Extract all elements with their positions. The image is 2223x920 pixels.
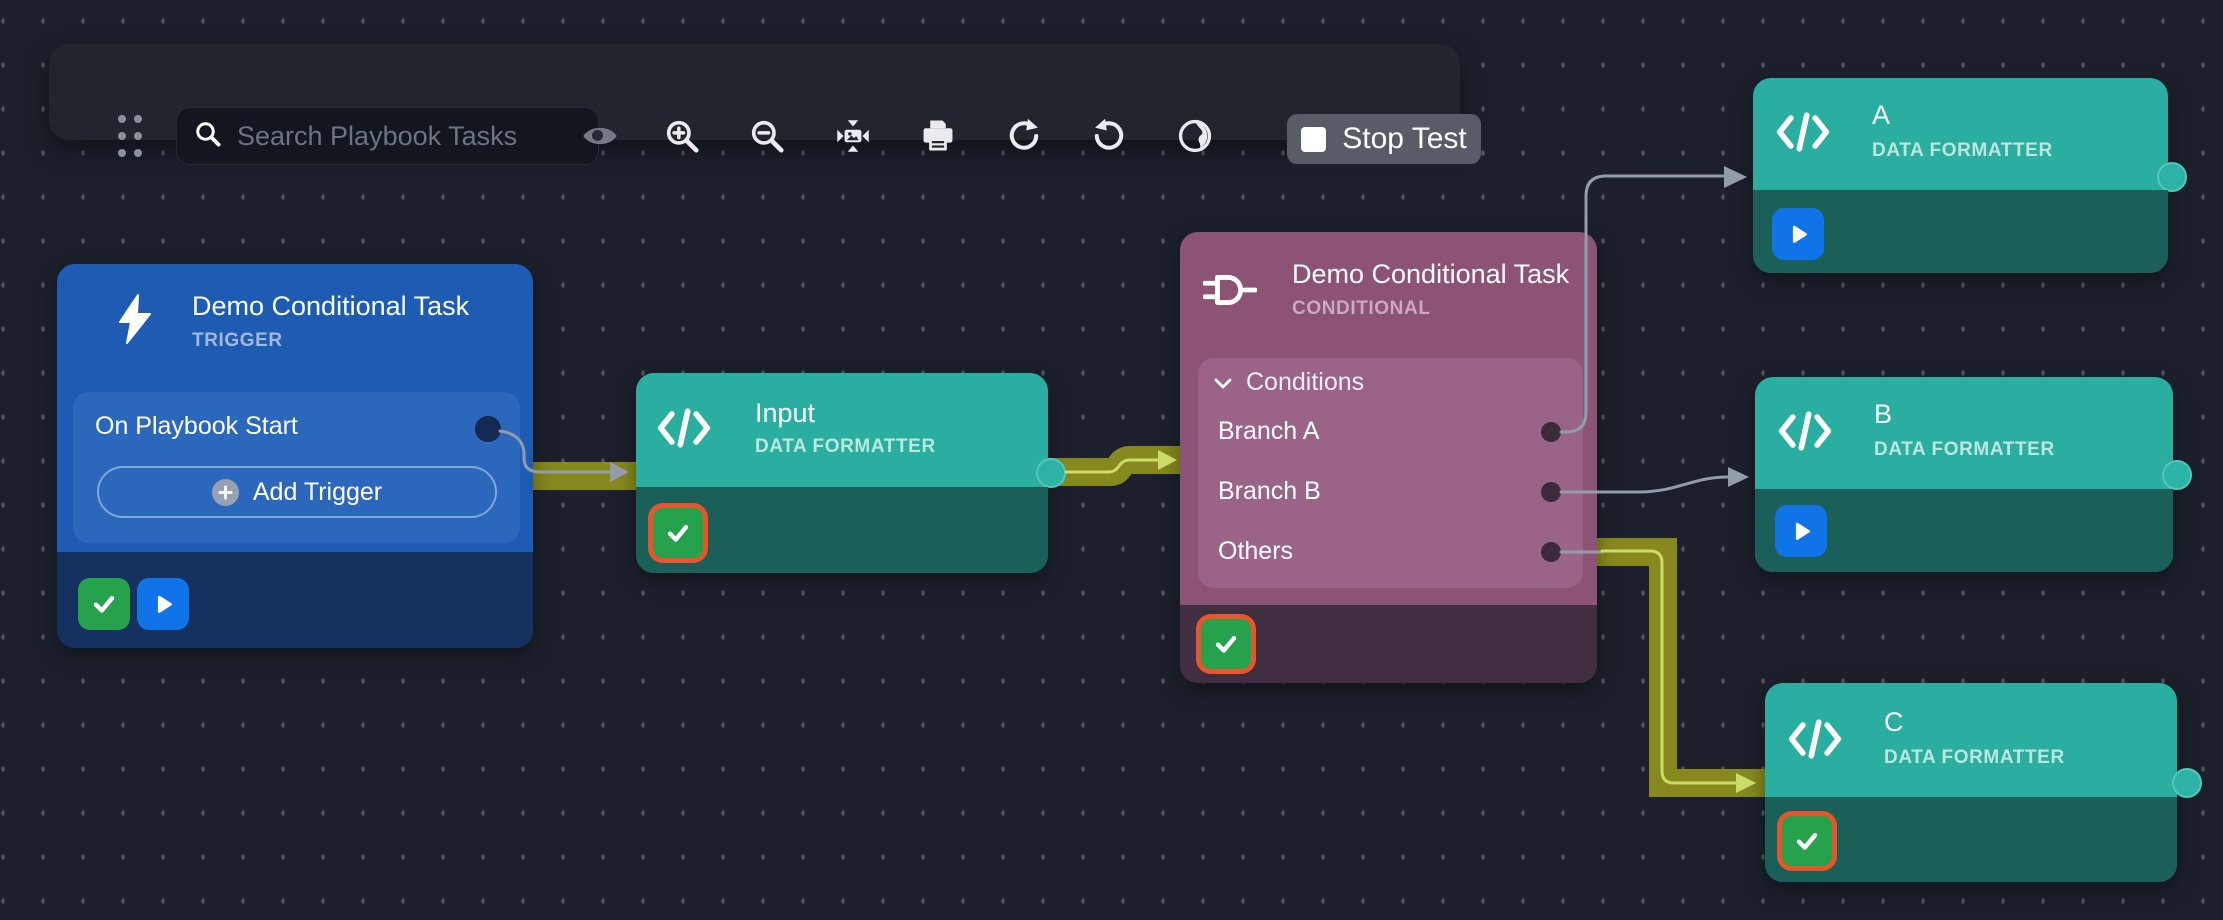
branch-row-a[interactable]: Branch A	[1218, 417, 1320, 445]
success-check-button-selected[interactable]	[1777, 811, 1837, 871]
node-footer	[1180, 605, 1597, 683]
node-type-label: TRIGGER	[192, 330, 283, 351]
stop-square-icon	[1301, 126, 1327, 152]
arrowhead-into-c	[1736, 773, 1756, 793]
chevron-down-icon	[1213, 368, 1233, 397]
node-footer	[1755, 489, 2173, 572]
stop-test-label: Stop Test	[1342, 122, 1467, 155]
arrowhead-into-conditional	[1158, 450, 1177, 470]
node-title: C	[1884, 707, 1904, 737]
node-footer	[1765, 797, 2177, 882]
search-input[interactable]	[235, 119, 582, 153]
trigger-row-label[interactable]: On Playbook Start	[95, 412, 298, 440]
node-type-label: DATA FORMATTER	[755, 436, 936, 457]
node-footer	[1753, 190, 2168, 273]
node-title: Demo Conditional Task	[1292, 259, 1570, 289]
search-icon	[193, 119, 223, 154]
undo-icon[interactable]	[1087, 114, 1131, 158]
branch-b-port[interactable]	[1541, 482, 1561, 502]
eye-icon[interactable]	[578, 114, 622, 158]
code-icon	[656, 405, 712, 456]
add-trigger-button[interactable]: Add Trigger	[97, 466, 497, 518]
trigger-output-port[interactable]	[475, 416, 501, 442]
run-play-button[interactable]	[1772, 208, 1824, 260]
search-box[interactable]	[176, 107, 599, 165]
logic-gate-icon	[1202, 270, 1258, 315]
node-type-label: DATA FORMATTER	[1884, 747, 2065, 768]
others-port[interactable]	[1541, 542, 1561, 562]
wire-others-c	[1600, 549, 1738, 785]
run-play-button[interactable]	[137, 578, 189, 630]
conditions-collapse-header[interactable]: Conditions	[1213, 368, 1364, 397]
lightning-icon	[112, 293, 158, 350]
conditions-panel: Conditions Branch A Branch B Others	[1198, 358, 1583, 588]
fit-to-screen-icon[interactable]	[831, 114, 875, 158]
canvas-toolbar: Stop Test	[49, 44, 1481, 165]
output-port[interactable]	[2162, 460, 2192, 490]
node-type-label: CONDITIONAL	[1292, 298, 1431, 319]
wire-input-conditional	[1064, 458, 1160, 474]
node-title: B	[1874, 399, 1893, 429]
success-check-button[interactable]	[78, 578, 130, 630]
node-task-a[interactable]: A DATA FORMATTER	[1753, 78, 2187, 273]
run-play-button[interactable]	[1775, 505, 1827, 557]
node-footer	[57, 552, 533, 648]
node-title: A	[1872, 100, 1891, 130]
success-check-button-selected[interactable]	[648, 503, 708, 563]
branch-row-others[interactable]: Others	[1218, 537, 1294, 565]
executed-band-others-c	[1590, 538, 1772, 797]
code-icon	[1775, 109, 1831, 160]
drag-handle-icon[interactable]	[111, 110, 149, 162]
branch-a-port[interactable]	[1541, 422, 1561, 442]
arrowhead-into-input	[610, 462, 629, 482]
stop-test-button[interactable]: Stop Test	[1287, 114, 1481, 164]
print-icon[interactable]	[916, 114, 960, 158]
node-trigger[interactable]: Demo Conditional Task TRIGGER On Playboo…	[57, 264, 533, 648]
zoom-out-icon[interactable]	[745, 114, 789, 158]
code-icon	[1777, 408, 1833, 459]
node-task-c[interactable]: C DATA FORMATTER	[1765, 683, 2202, 882]
output-port[interactable]	[2157, 162, 2187, 192]
conditions-label: Conditions	[1246, 368, 1365, 396]
plus-icon	[211, 478, 239, 506]
node-footer	[636, 487, 1048, 573]
add-trigger-label: Add Trigger	[252, 477, 383, 506]
branch-row-b[interactable]: Branch B	[1218, 477, 1321, 505]
globe-icon[interactable]	[1173, 114, 1217, 158]
trigger-list-panel: On Playbook Start Add Trigger	[73, 392, 520, 543]
node-conditional[interactable]: Demo Conditional Task CONDITIONAL Condit…	[1180, 232, 1597, 683]
node-task-b[interactable]: B DATA FORMATTER	[1755, 377, 2192, 572]
zoom-in-icon[interactable]	[660, 114, 704, 158]
output-port[interactable]	[1036, 458, 1066, 488]
node-title: Demo Conditional Task	[192, 291, 470, 321]
node-type-label: DATA FORMATTER	[1874, 439, 2055, 460]
code-icon	[1787, 716, 1843, 767]
arrowhead-into-a	[1724, 166, 1747, 188]
arrowhead-into-b	[1728, 467, 1749, 487]
executed-band-input-conditional	[1046, 446, 1186, 486]
node-title: Input	[755, 398, 816, 428]
output-port[interactable]	[2172, 768, 2202, 798]
success-check-button-selected[interactable]	[1196, 614, 1256, 674]
node-input[interactable]: Input DATA FORMATTER	[636, 373, 1066, 573]
redo-icon[interactable]	[1002, 114, 1046, 158]
node-type-label: DATA FORMATTER	[1872, 140, 2053, 161]
